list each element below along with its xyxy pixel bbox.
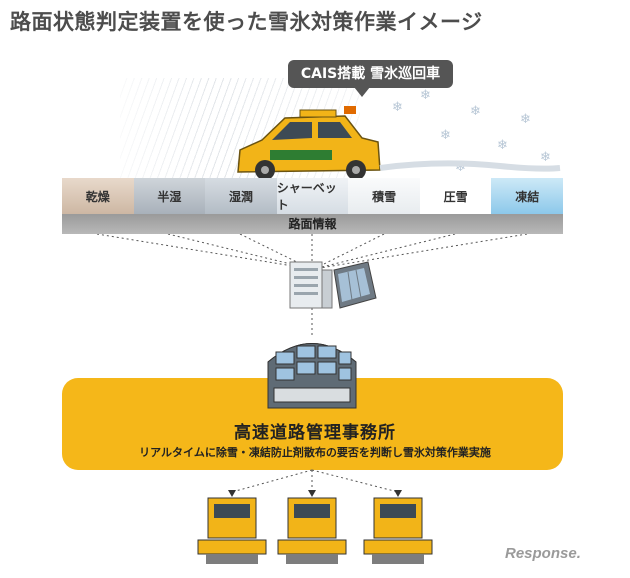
snowflake-icon: ❄ <box>455 160 466 175</box>
server-building-icon <box>289 261 333 309</box>
server-rack-icon <box>333 261 377 309</box>
snowflake-icon: ❄ <box>497 138 508 153</box>
road-segment: 積雪 <box>348 178 420 214</box>
data-flow-lines <box>96 233 528 338</box>
road-segment: 湿潤 <box>205 178 277 214</box>
response-logo: Response. <box>505 545 581 562</box>
vehicle-label-bubble: CAIS搭載 雪氷巡回車 <box>288 60 453 97</box>
patrol-vehicle-icon <box>237 106 381 180</box>
snowflake-icon: ❄ <box>420 88 431 103</box>
office-title: 高速道路管理事務所 <box>234 423 396 443</box>
page-title: 路面状態判定装置を使った雪氷対策作業イメージ <box>10 10 483 34</box>
office-subtitle: リアルタイムに除雪・凍結防止剤散布の要否を判断し雪氷対策作業実施 <box>139 446 491 459</box>
spray-trail <box>379 160 561 172</box>
road-info-label: 路面情報 <box>62 214 563 234</box>
road-segment: 乾燥 <box>62 178 134 214</box>
road-segment: 凍結 <box>491 178 564 214</box>
road-surface-bar: 乾燥 半湿 湿潤 シャーベット 積雪 圧雪 凍結 <box>62 178 564 214</box>
road-segment: 半湿 <box>133 178 206 214</box>
road-segment: 圧雪 <box>419 178 492 214</box>
road-segment: シャーベット <box>276 178 349 214</box>
snowflake-icon: ❄ <box>440 128 451 143</box>
snowflake-icon: ❄ <box>520 112 531 127</box>
snowflake-icon: ❄ <box>470 104 481 119</box>
snowflake-icon: ❄ <box>392 100 403 115</box>
snowflake-icon: ❄ <box>540 150 551 165</box>
